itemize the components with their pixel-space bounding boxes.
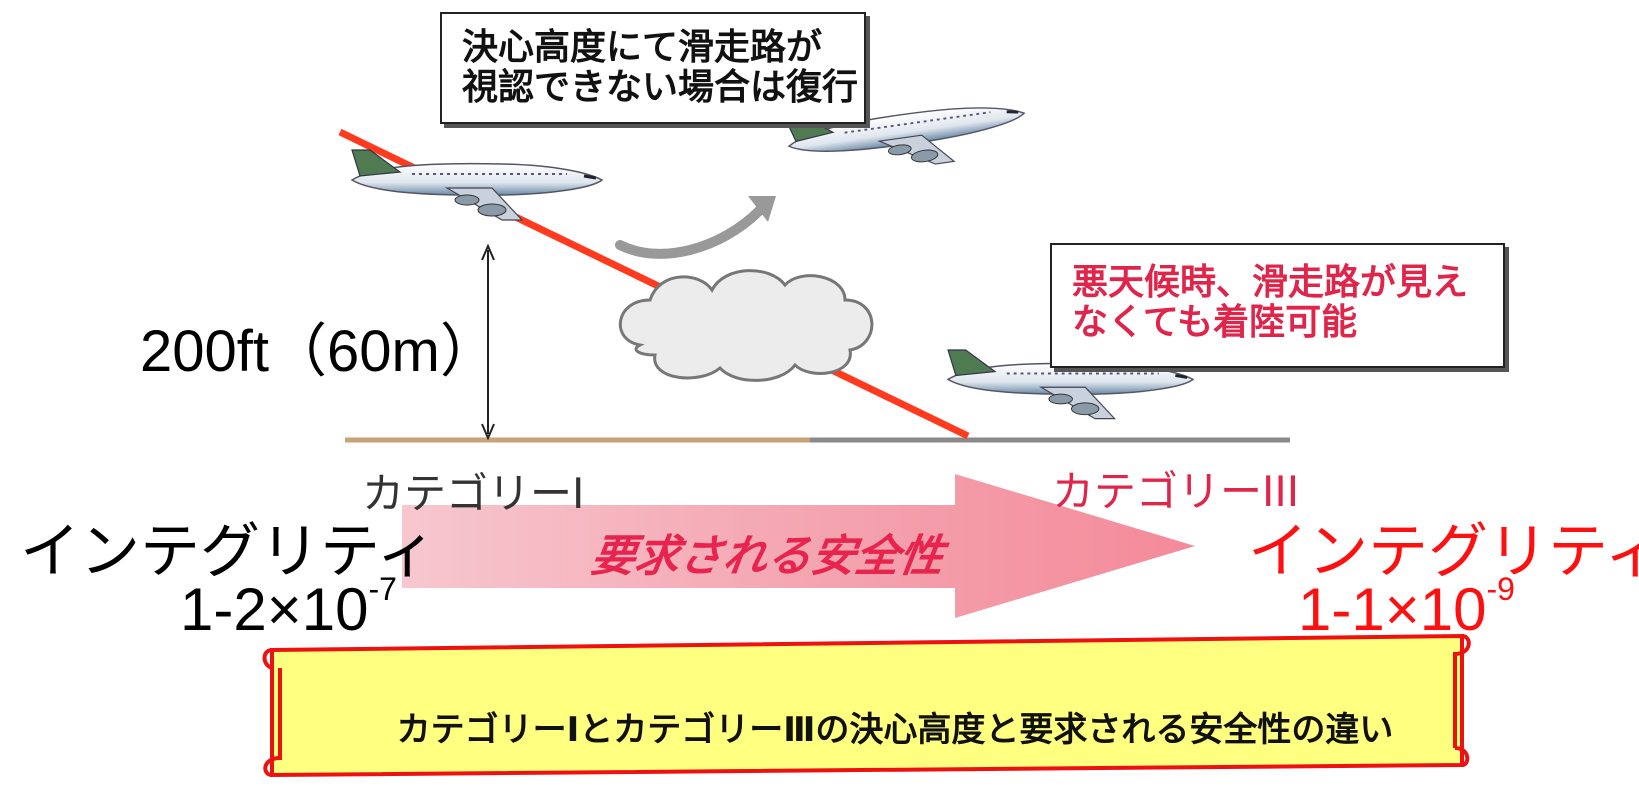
integrity-left-label: インテグリティ bbox=[20, 518, 437, 585]
callout-landing-line1: 悪天候時、滑走路が見え bbox=[1072, 262, 1469, 303]
integrity-right-base: 1-1×10 bbox=[1298, 576, 1487, 643]
category-3-label: カテゴリーIII bbox=[1052, 467, 1300, 516]
integrity-right-value: 1-1×10-9 bbox=[1298, 571, 1515, 644]
callout-go-around: 決心高度にて滑走路が 視認できない場合は復行 bbox=[440, 12, 866, 124]
integrity-left-value: 1-2×10-7 bbox=[180, 571, 397, 644]
category-1-label: カテゴリーI bbox=[362, 469, 585, 518]
banner-caption: カテゴリーⅠとカテゴリーⅢの決心高度と要求される安全性の違い bbox=[396, 710, 1394, 750]
cloud-icon bbox=[618, 269, 874, 382]
arrow-label: 要求される安全性 bbox=[587, 531, 947, 582]
scroll-banner bbox=[262, 633, 1471, 778]
altitude-label: 200ft（60m） bbox=[140, 319, 498, 384]
integrity-left-exponent: -7 bbox=[368, 571, 397, 607]
safety-requirement-arrow bbox=[402, 474, 1195, 618]
callout-go-around-line1: 決心高度にて滑走路が bbox=[462, 27, 823, 68]
integrity-left-base: 1-2×10 bbox=[180, 576, 369, 643]
airplane-approach-icon bbox=[350, 148, 604, 222]
callout-go-around-line2: 視認できない場合は復行 bbox=[462, 67, 859, 109]
integrity-right-exponent: -9 bbox=[1486, 571, 1515, 607]
callout-landing-line2: なくても着陸可能 bbox=[1072, 302, 1358, 344]
go-around-arrow-icon bbox=[615, 196, 776, 259]
integrity-right-label: インテグリティ bbox=[1248, 518, 1639, 585]
callout-landing: 悪天候時、滑走路が見え なくても着陸可能 bbox=[1050, 243, 1505, 368]
